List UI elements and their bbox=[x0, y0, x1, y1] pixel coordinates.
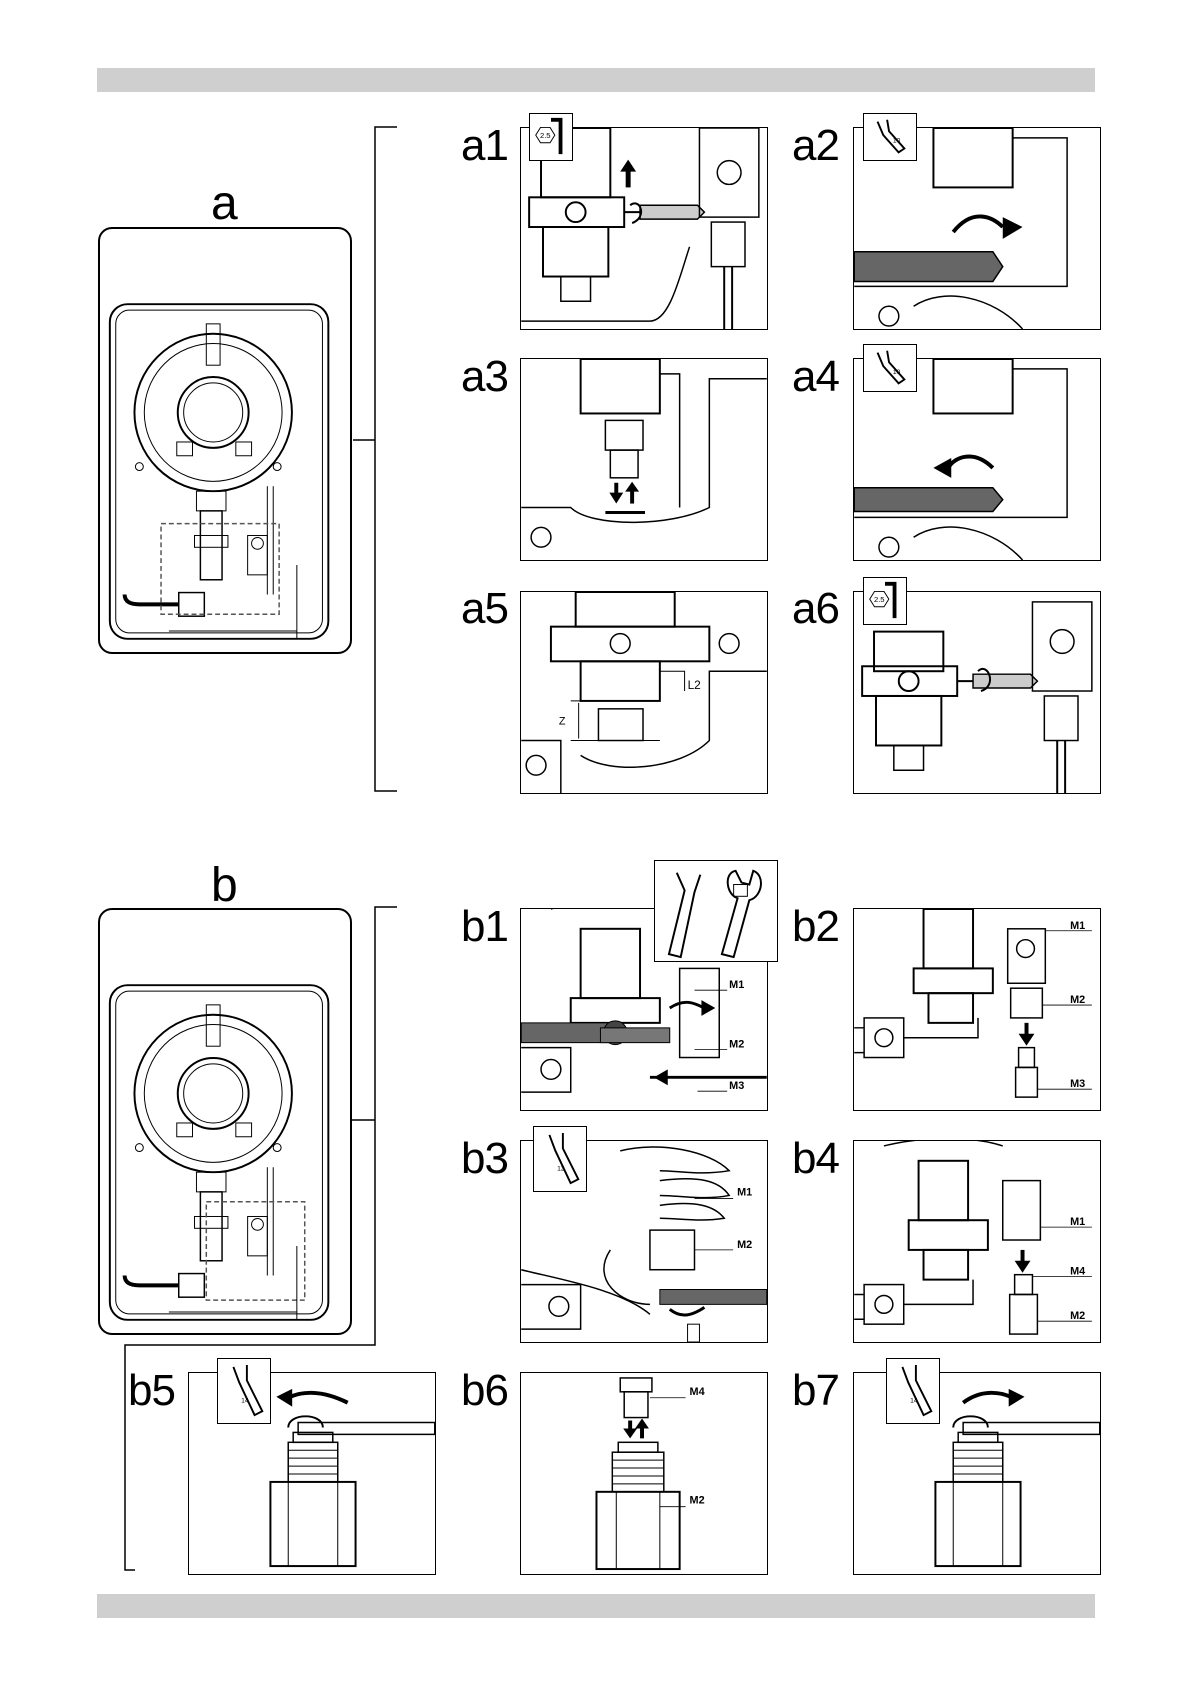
step-label-a2: a2 bbox=[792, 124, 839, 168]
tool-size-b7: 14 bbox=[910, 1398, 918, 1405]
tool-size-a1: 2.5 bbox=[540, 131, 551, 140]
step-label-b1: b1 bbox=[461, 905, 508, 949]
section-a-overview-figure bbox=[98, 227, 352, 654]
step-a5-illustration: L2 Z bbox=[521, 592, 767, 793]
step-panel-b4: M1 M4 M2 bbox=[853, 1140, 1101, 1343]
header-bar bbox=[97, 68, 1095, 92]
step-panel-b2: M1 M2 M3 bbox=[853, 908, 1101, 1111]
tool-size-b3: 12 bbox=[557, 1166, 565, 1173]
tool-icon-b3: 12 bbox=[533, 1126, 587, 1192]
tool-icon-b1 bbox=[654, 860, 778, 962]
part-label-b2-m2: M2 bbox=[1070, 994, 1085, 1006]
part-label-b2-m1: M1 bbox=[1070, 920, 1085, 932]
wrench-and-adjustable-wrench-icon bbox=[655, 861, 777, 961]
wrench-icon: 10 bbox=[864, 114, 916, 160]
section-b-label: b bbox=[211, 862, 238, 910]
wrench-icon: 14 bbox=[887, 1359, 939, 1423]
step-label-b2: b2 bbox=[792, 905, 839, 949]
step-b4-illustration: M1 M4 M2 bbox=[854, 1141, 1100, 1342]
step-label-b4: b4 bbox=[792, 1137, 839, 1181]
step-b2-illustration: M1 M2 M3 bbox=[854, 909, 1100, 1110]
part-label-b1-m3: M3 bbox=[729, 1080, 744, 1092]
step-label-a6: a6 bbox=[792, 587, 839, 631]
step-label-b5: b5 bbox=[128, 1369, 175, 1413]
part-label-b3-m1: M1 bbox=[737, 1186, 752, 1198]
tool-icon-b5: 14 bbox=[217, 1358, 271, 1424]
part-label-b6-m2: M2 bbox=[690, 1495, 705, 1507]
wrench-icon: 10 bbox=[864, 345, 916, 391]
tool-size-a2: 10 bbox=[893, 138, 901, 145]
tool-size-b5: 14 bbox=[241, 1398, 249, 1405]
step-label-a4: a4 bbox=[792, 355, 839, 399]
part-label-b6-m4: M4 bbox=[690, 1386, 705, 1398]
part-label-b4-m2: M2 bbox=[1070, 1310, 1085, 1322]
hex-key-icon: 2.5 bbox=[530, 114, 572, 160]
wrench-icon: 12 bbox=[534, 1127, 586, 1191]
tool-icon-a2: 10 bbox=[863, 113, 917, 161]
footer-bar bbox=[97, 1594, 1095, 1618]
step-label-b6: b6 bbox=[461, 1369, 508, 1413]
part-label-b1-m1: M1 bbox=[729, 979, 744, 991]
tool-icon-a4: 10 bbox=[863, 344, 917, 392]
step-label-b3: b3 bbox=[461, 1137, 508, 1181]
step-a3-illustration bbox=[521, 359, 767, 560]
burner-overview-illustration bbox=[100, 229, 350, 652]
section-a-bracket bbox=[345, 125, 405, 795]
tool-icon-b7: 14 bbox=[886, 1358, 940, 1424]
step-b6-illustration: M4 M2 bbox=[521, 1373, 767, 1574]
step-label-a1: a1 bbox=[461, 124, 508, 168]
step-panel-a3 bbox=[520, 358, 768, 561]
tool-size-a6: 2.5 bbox=[874, 595, 885, 604]
step-label-a5: a5 bbox=[461, 587, 508, 631]
step-panel-a5: L2 Z bbox=[520, 591, 768, 794]
step-panel-b6: M4 M2 bbox=[520, 1372, 768, 1575]
part-label-b3-m2: M2 bbox=[737, 1239, 752, 1251]
step-label-a3: a3 bbox=[461, 355, 508, 399]
hex-key-icon: 2.5 bbox=[864, 578, 906, 624]
section-a-label: a bbox=[211, 180, 238, 228]
dimension-l2: L2 bbox=[688, 678, 701, 692]
tool-icon-a1: 2.5 bbox=[529, 113, 573, 161]
part-label-b1-m2: M2 bbox=[729, 1039, 744, 1051]
tool-size-a4: 10 bbox=[893, 369, 901, 376]
part-label-b4-m4: M4 bbox=[1070, 1266, 1085, 1278]
wrench-icon: 14 bbox=[218, 1359, 270, 1423]
dimension-z: Z bbox=[559, 716, 566, 728]
step-label-b7: b7 bbox=[792, 1369, 839, 1413]
part-label-b4-m1: M1 bbox=[1070, 1216, 1085, 1228]
tool-icon-a6: 2.5 bbox=[863, 577, 907, 625]
part-label-b2-m3: M3 bbox=[1070, 1078, 1085, 1090]
